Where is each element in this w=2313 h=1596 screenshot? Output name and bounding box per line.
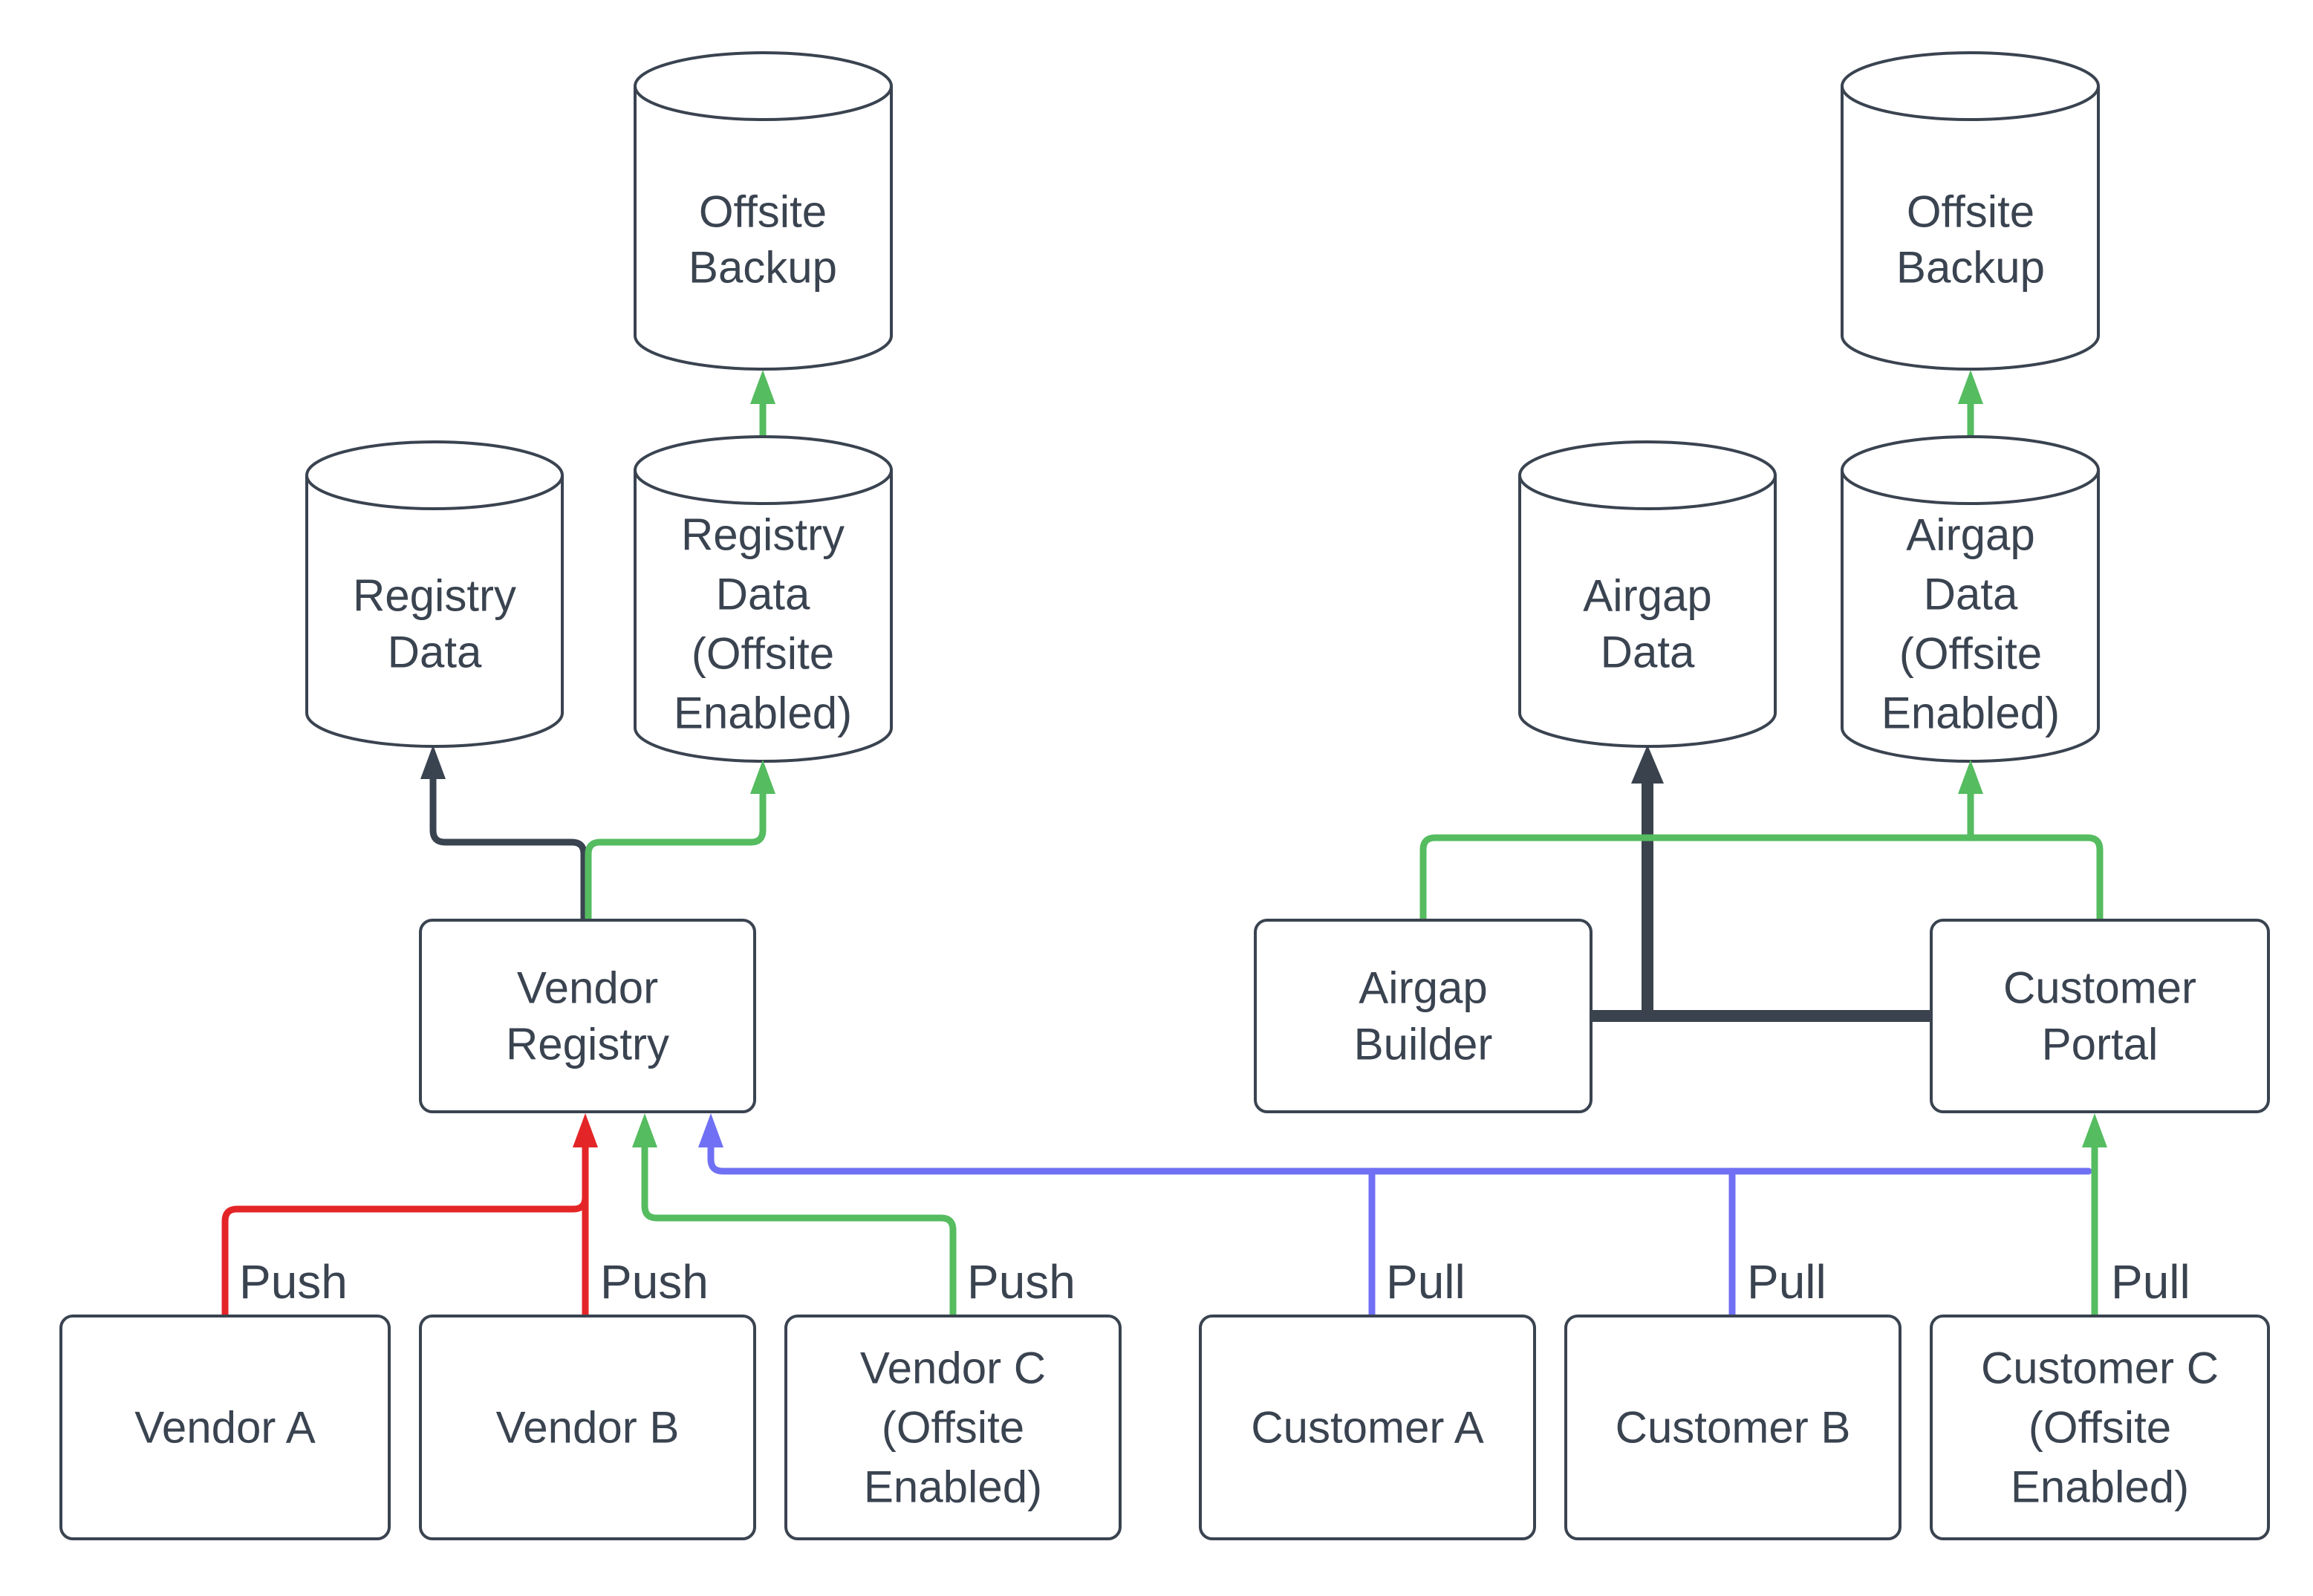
edge-label-pull-customer-b: Pull bbox=[1747, 1255, 1826, 1309]
node-box bbox=[1199, 1315, 1536, 1540]
node-airgap-builder: Airgap Builder bbox=[1254, 919, 1593, 1113]
node-vendor-a: Vendor A bbox=[59, 1315, 391, 1540]
cylinder-body bbox=[634, 86, 893, 371]
node-label: (Offsite bbox=[692, 629, 834, 679]
node-label: (Offsite bbox=[882, 1403, 1024, 1453]
node-label: (Offsite bbox=[1899, 629, 2042, 679]
node-label: Vendor bbox=[517, 963, 658, 1013]
node-label: Customer bbox=[2003, 963, 2196, 1013]
arrowhead-offsite-backup-right bbox=[1958, 370, 1983, 404]
node-label: Customer B bbox=[1616, 1403, 1851, 1453]
cylinder-body bbox=[1841, 86, 2100, 371]
node-label: Backup bbox=[1896, 243, 2045, 293]
arrowhead-vendor-push bbox=[573, 1113, 598, 1147]
arrowhead-customer-portal bbox=[2082, 1113, 2107, 1147]
node-vendor-registry: Vendor Registry bbox=[419, 919, 756, 1113]
node-label: Customer A bbox=[1251, 1403, 1483, 1453]
node-label: Offsite bbox=[1907, 187, 2034, 237]
node-label: Enabled) bbox=[864, 1462, 1042, 1512]
cylinder-top bbox=[1518, 440, 1777, 510]
node-box bbox=[1930, 919, 2270, 1113]
node-label: Vendor B bbox=[496, 1403, 680, 1453]
node-label: Registry bbox=[506, 1020, 669, 1069]
node-box bbox=[59, 1315, 391, 1540]
node-box bbox=[419, 919, 756, 1113]
node-label: Backup bbox=[689, 243, 837, 293]
node-label: Enabled) bbox=[674, 688, 852, 738]
node-label: Data bbox=[1601, 628, 1695, 677]
edge-label-pull-customer-c: Pull bbox=[2111, 1255, 2190, 1309]
edge-labels: Push Push Push Pull Pull Pull bbox=[239, 1255, 2190, 1309]
node-box bbox=[1254, 919, 1593, 1113]
node-label: (Offsite bbox=[2029, 1403, 2171, 1453]
node-airgap-data: Airgap Data bbox=[1518, 440, 1777, 748]
arrowhead-registry-data bbox=[420, 745, 446, 779]
arrowhead-offsite-backup-left bbox=[750, 370, 775, 404]
node-box bbox=[419, 1315, 756, 1540]
node-box bbox=[784, 1315, 1122, 1540]
cylinder-body bbox=[305, 475, 564, 748]
node-registry-data-offsite: Registry Data (Offsite Enabled) bbox=[634, 435, 893, 763]
arrowhead-customer-pull bbox=[698, 1113, 723, 1147]
node-label: Enabled) bbox=[2011, 1462, 2189, 1512]
node-label: Offsite bbox=[699, 187, 827, 237]
node-box bbox=[1564, 1315, 1902, 1540]
cylinder-top bbox=[634, 51, 893, 121]
node-customer-a: Customer A bbox=[1199, 1315, 1536, 1540]
edge-vendor-registry-to-registry-data bbox=[429, 775, 588, 924]
arrowhead-airgap-data bbox=[1631, 745, 1664, 784]
arrowheads bbox=[420, 370, 2107, 1147]
cylinder-top bbox=[634, 435, 893, 505]
node-label: Airgap bbox=[1583, 571, 1711, 621]
node-box bbox=[1930, 1315, 2270, 1540]
edge-label-push-vendor-a: Push bbox=[239, 1255, 348, 1309]
edge-vendor-registry-to-registry-data-offsite bbox=[585, 790, 767, 924]
node-vendor-c: Vendor C (Offsite Enabled) bbox=[784, 1315, 1122, 1540]
node-customer-b: Customer B bbox=[1564, 1315, 1902, 1540]
cylinder-top bbox=[305, 440, 564, 510]
edge-customers-pull-trunk bbox=[707, 1144, 2092, 1175]
node-offsite-backup-left: Offsite Backup bbox=[634, 51, 893, 371]
node-customer-portal: Customer Portal bbox=[1930, 919, 2270, 1113]
node-label: Data bbox=[1924, 570, 2018, 619]
arrowhead-registry-data-offsite bbox=[750, 760, 775, 794]
node-label: Data bbox=[388, 628, 482, 677]
cylinder-top bbox=[1841, 51, 2100, 121]
node-label: Registry bbox=[681, 510, 845, 560]
edge-vendor-c-push bbox=[641, 1144, 957, 1320]
node-airgap-data-offsite: Airgap Data (Offsite Enabled) bbox=[1841, 435, 2100, 763]
edge-label-push-vendor-c: Push bbox=[967, 1255, 1076, 1309]
edge-label-push-vendor-b: Push bbox=[600, 1255, 709, 1309]
node-label: Registry bbox=[353, 571, 516, 621]
cylinder-top bbox=[1841, 435, 2100, 505]
node-label: Enabled) bbox=[1881, 688, 2060, 738]
node-label: Vendor A bbox=[134, 1403, 316, 1453]
node-label: Data bbox=[716, 570, 810, 619]
node-registry-data: Registry Data bbox=[305, 440, 564, 748]
node-label: Airgap bbox=[1359, 963, 1487, 1013]
edge-label-pull-customer-a: Pull bbox=[1386, 1255, 1465, 1309]
node-label: Airgap bbox=[1906, 510, 2034, 560]
edges bbox=[221, 400, 2104, 1320]
node-label: Portal bbox=[2042, 1020, 2159, 1069]
edge-builder-portal-to-airgap-offsite bbox=[1419, 834, 2104, 924]
node-offsite-backup-right: Offsite Backup bbox=[1841, 51, 2100, 371]
node-label: Vendor C bbox=[860, 1343, 1046, 1393]
arrowhead-vendor-c-push bbox=[632, 1113, 657, 1147]
arrowhead-airgap-data-offsite bbox=[1958, 760, 1983, 794]
node-label: Builder bbox=[1354, 1020, 1493, 1069]
node-customer-c: Customer C (Offsite Enabled) bbox=[1930, 1315, 2270, 1540]
node-vendor-b: Vendor B bbox=[419, 1315, 756, 1540]
node-label: Customer C bbox=[1981, 1343, 2219, 1393]
